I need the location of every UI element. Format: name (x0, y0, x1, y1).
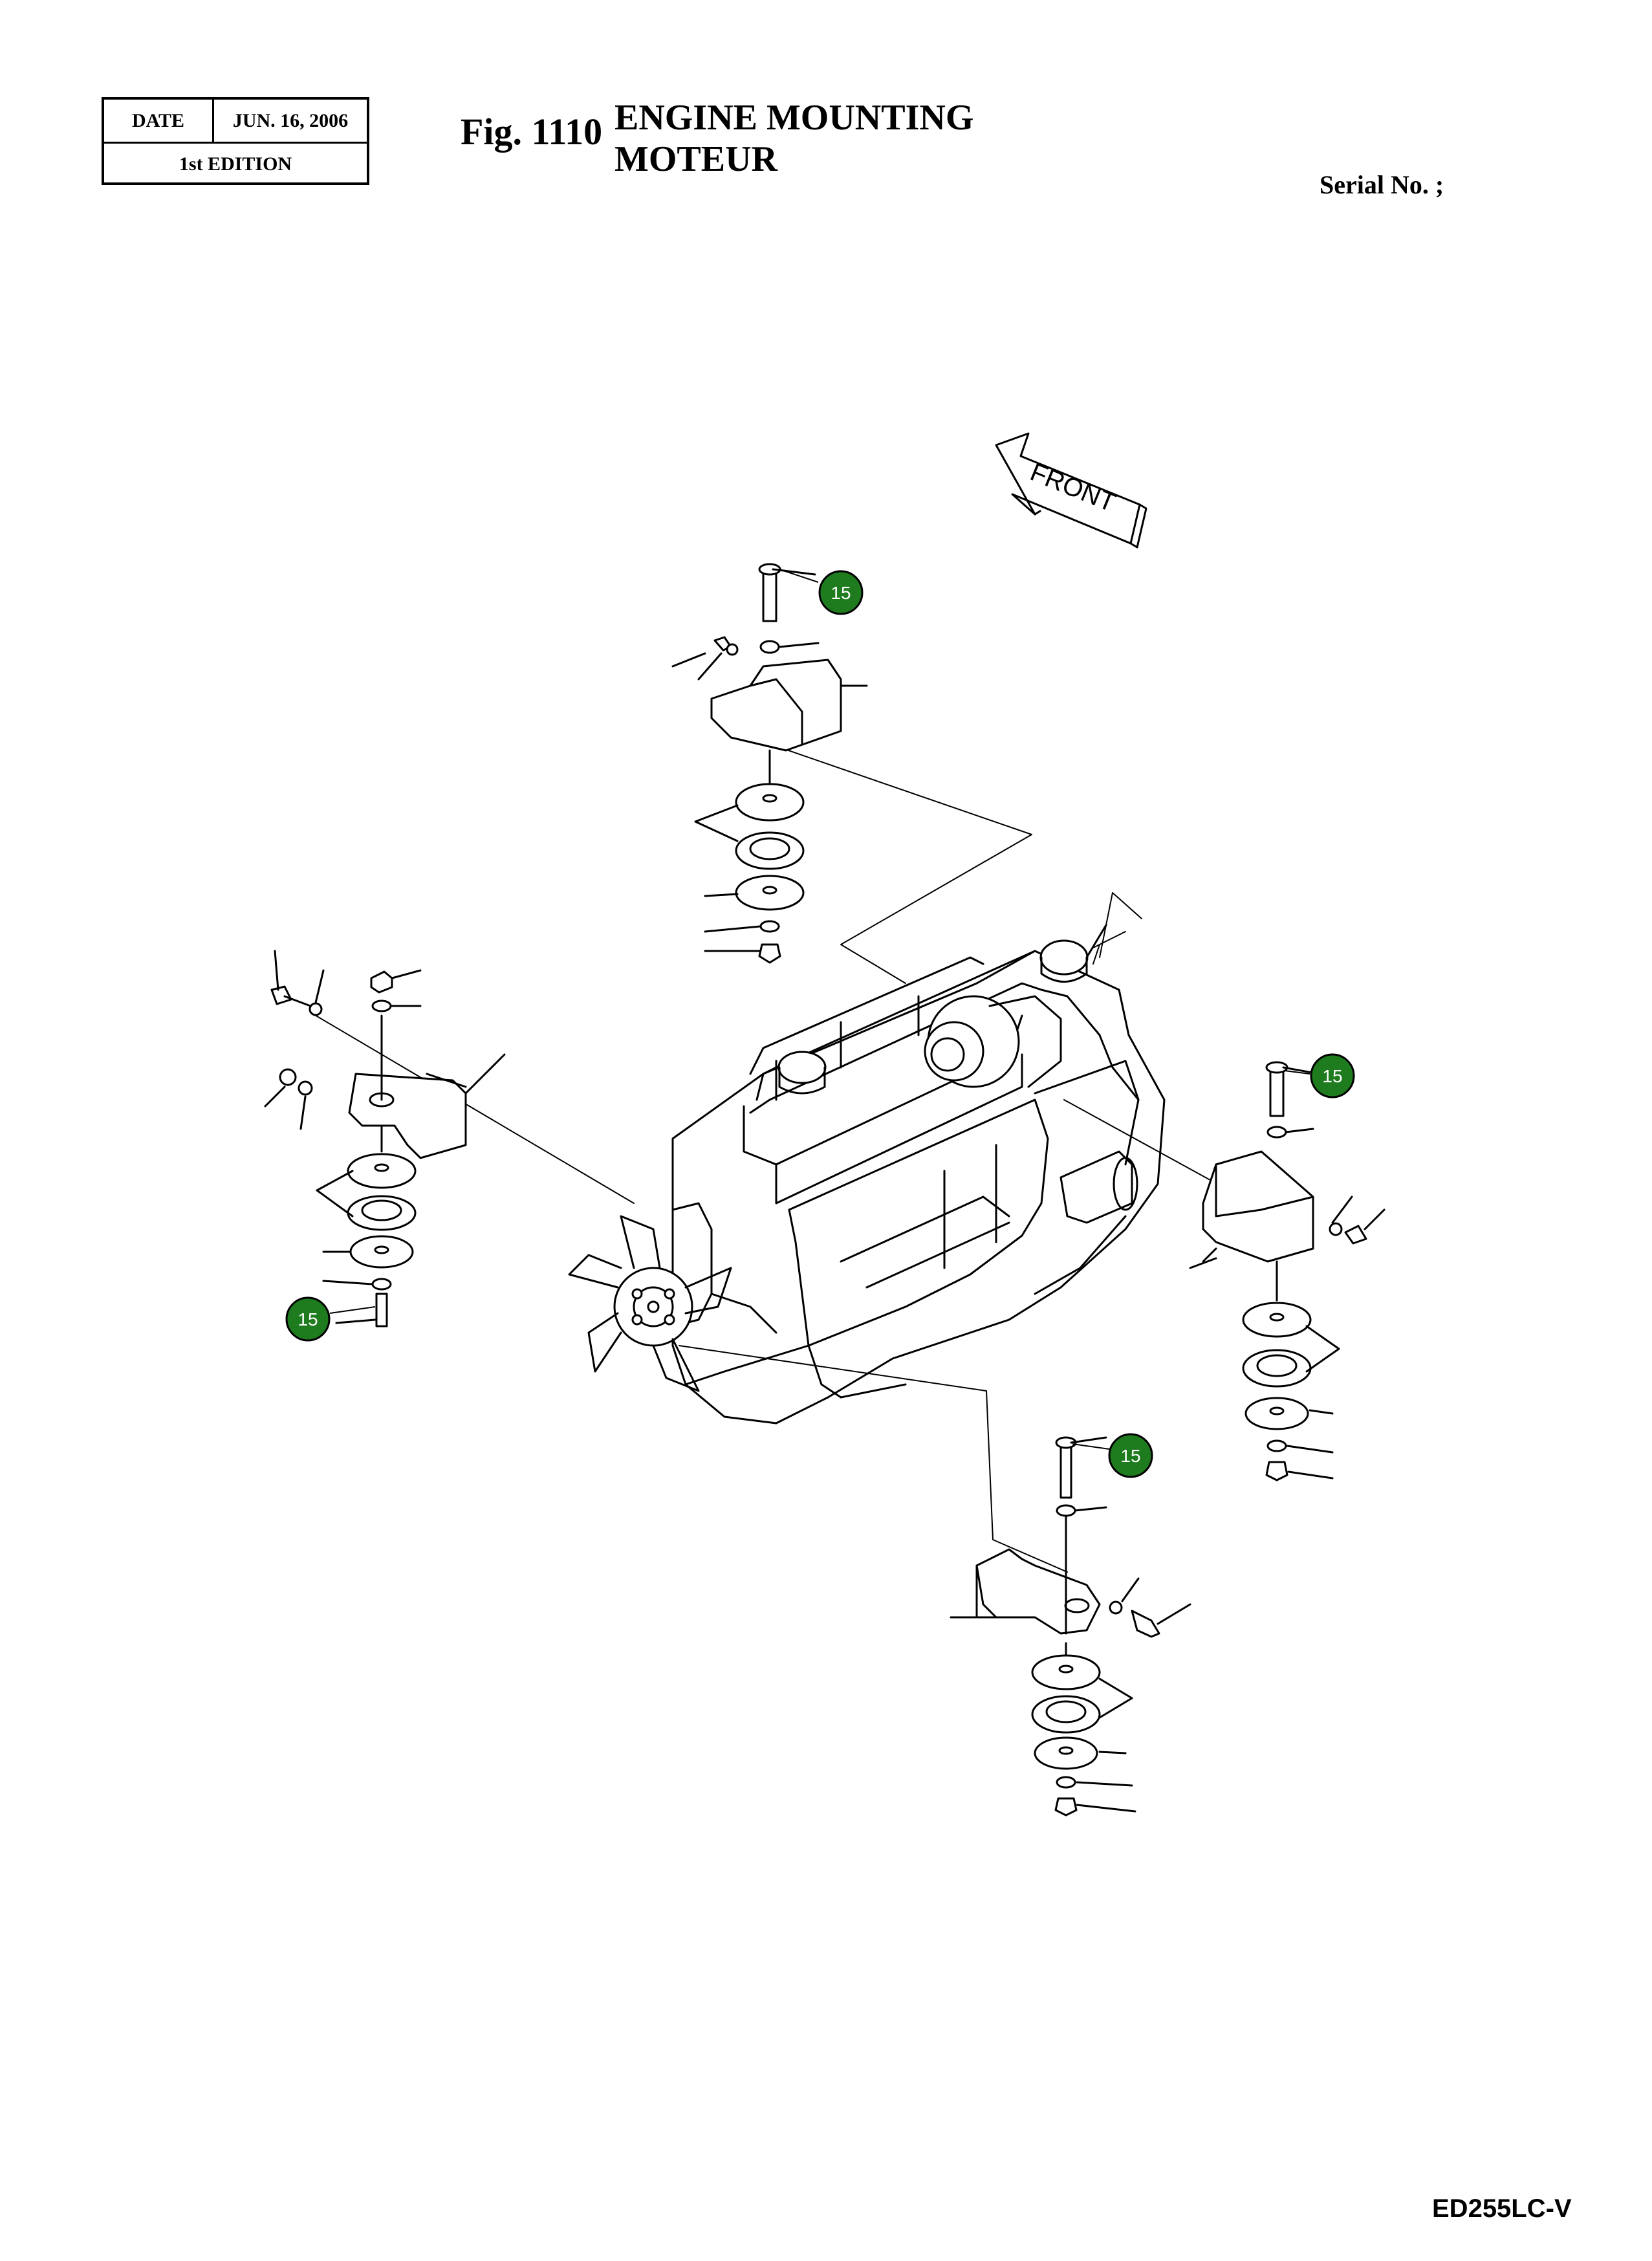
turbocharger (749, 924, 1107, 1101)
callout-badge: 15 (1284, 1053, 1355, 1098)
right-mount-assembly (1189, 1061, 1386, 1481)
left-mount-assembly (264, 950, 506, 1327)
title-french: MOTEUR (614, 139, 777, 179)
date-label: DATE (104, 100, 214, 142)
top-mount-assembly (671, 563, 868, 964)
oil-filler-cap (777, 1051, 827, 1095)
cooling-fan (568, 1215, 732, 1392)
edition-label: 1st EDITION (179, 153, 292, 175)
serial-number-label: Serial No. ; (1320, 170, 1444, 199)
callout-label: 15 (298, 1309, 318, 1329)
leader-lines (310, 743, 1230, 1573)
starter-motor (1060, 1150, 1138, 1224)
title-english: ENGINE MOUNTING (614, 98, 974, 138)
front-arrow-icon (995, 432, 1147, 549)
figure-number: Fig. 1110 (461, 111, 603, 153)
figure-title: ENGINE MOUNTING MOTEUR (614, 97, 973, 180)
callout-badge: 15 (1072, 1433, 1153, 1478)
date-value: JUN. 16, 2006 (232, 109, 349, 131)
callout-label: 15 (831, 583, 851, 603)
date-edition-box: DATE JUN. 16, 2006 1st EDITION (102, 97, 369, 185)
callout-label: 15 (1120, 1446, 1140, 1466)
callout-label: 15 (1322, 1066, 1342, 1086)
date-row: DATE JUN. 16, 2006 (104, 100, 367, 144)
callout-badge: 15 (285, 1296, 376, 1342)
bottom-mount-assembly (950, 1436, 1191, 1817)
callout-badge: 15 (779, 569, 864, 615)
model-code: ED255LC-V (1432, 2194, 1572, 2223)
